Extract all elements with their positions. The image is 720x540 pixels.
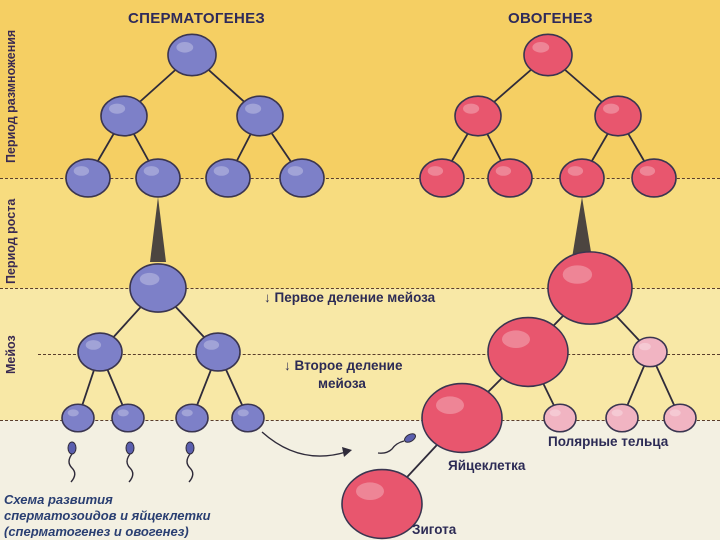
oogonium-3-1 [419, 158, 465, 198]
zygote-cell-highlight [356, 482, 384, 501]
label-first-division: ↓ Первое деление мейоза [264, 290, 436, 305]
divider-meiosis [0, 288, 720, 289]
spermatogonium-3-3-highlight [213, 166, 230, 176]
spermatid-2-highlight [117, 409, 129, 417]
polar-body-2 [543, 403, 577, 433]
polar-body-1 [632, 336, 668, 368]
oogonium-3-1-highlight [427, 166, 444, 176]
primary-spermatocyte [129, 263, 187, 313]
spermatogonium-2a-highlight [109, 103, 126, 114]
title-oogenesis: ОВОГЕНЕЗ [508, 10, 593, 27]
polar-body-2-highlight [549, 409, 561, 417]
label-second-division-2: мейоза [318, 376, 366, 391]
spermatid-1-highlight [67, 409, 79, 417]
secondary-spermatocyte-1-highlight [85, 340, 102, 350]
growth-cone-ovum [572, 197, 592, 258]
spermatid-4 [231, 403, 265, 433]
fertilization-arrowhead [342, 447, 352, 457]
label-period-meiosis: Мейоз [4, 335, 18, 374]
sperm-2-tail [126, 453, 134, 483]
caption-line-2: сперматозоидов и яйцеклетки [4, 508, 211, 523]
fertilizing-sperm-tail [377, 440, 405, 454]
label-zygote: Зигота [412, 522, 457, 537]
oogonium-2a-highlight [463, 103, 480, 114]
secondary-spermatocyte-1 [77, 332, 123, 372]
spermatogonium-2b-highlight [245, 103, 262, 114]
spermatogonium-3-4-highlight [287, 166, 304, 176]
polar-body-3-highlight [611, 409, 623, 417]
cells [61, 33, 697, 540]
polar-body-4 [663, 403, 697, 433]
label-polar-bodies: Полярные тельца [548, 434, 669, 449]
primary-oocyte [547, 251, 633, 325]
oogonium-2a [454, 95, 502, 137]
divider-end [0, 420, 720, 421]
title-spermatogenesis: СПЕРМАТОГЕНЕЗ [128, 10, 266, 27]
label-second-division-1: ↓ Второе деление [284, 358, 403, 373]
spermatogonium-3-1 [65, 158, 111, 198]
oogonium-3-4 [631, 158, 677, 198]
zygote-cell [341, 468, 423, 540]
fertilization-arrow [261, 431, 347, 457]
sperm-2-head [125, 441, 135, 455]
sperm-3-head [185, 441, 195, 455]
fertilizing-sperm-head [404, 433, 416, 443]
secondary-oocyte-highlight [502, 330, 530, 349]
spermatogonium-1-highlight [176, 42, 194, 53]
label-period-reproduction: Период размножения [4, 29, 18, 163]
secondary-spermatocyte-2 [195, 332, 241, 372]
sperm-1-tail [68, 453, 76, 483]
oogonium-3-2-highlight [495, 166, 512, 176]
spermatid-1 [61, 403, 95, 433]
caption-line-3: (сперматогенез и овогенез) [4, 524, 189, 538]
sperm-cells [67, 431, 416, 483]
oogonium-2b [594, 95, 642, 137]
spermatogonium-3-1-highlight [73, 166, 90, 176]
spermatogonium-2b [236, 95, 284, 137]
oogonium-3-4-highlight [639, 166, 656, 176]
label-period-growth: Период роста [4, 198, 18, 284]
divider-growth [0, 178, 720, 179]
sperm-1-head [67, 441, 77, 455]
spermatid-4-highlight [237, 409, 249, 417]
polar-body-4-highlight [669, 409, 681, 417]
spermatid-3-highlight [181, 409, 193, 417]
spermatogonium-3-2 [135, 158, 181, 198]
spermatid-2 [111, 403, 145, 433]
spermatogonium-3-3 [205, 158, 251, 198]
label-egg: Яйцеклетка [448, 458, 526, 473]
growth-cones [150, 197, 592, 262]
spermatogonium-3-2-highlight [143, 166, 160, 176]
growth-cone-sperm [150, 197, 166, 262]
primary-oocyte-highlight [562, 265, 593, 284]
egg-cell-highlight [436, 396, 464, 415]
oogonium-3-3-highlight [567, 166, 584, 176]
polar-body-1-highlight [638, 342, 651, 351]
spermatogonium-1 [167, 33, 217, 77]
divider-second-division [38, 354, 720, 355]
oogonium-1 [523, 33, 573, 77]
polar-body-3 [605, 403, 639, 433]
spermatogonium-3-4 [279, 158, 325, 198]
sperm-3-tail [186, 453, 194, 483]
spermatogonium-2a [100, 95, 148, 137]
egg-cell [421, 382, 503, 454]
oogonium-2b-highlight [603, 103, 620, 114]
spermatid-3 [175, 403, 209, 433]
oogonium-3-3 [559, 158, 605, 198]
secondary-oocyte [487, 316, 569, 388]
caption-line-1: Схема развития [4, 492, 113, 507]
oogonium-3-2 [487, 158, 533, 198]
primary-spermatocyte-highlight [139, 272, 160, 286]
oogonium-1-highlight [532, 42, 550, 53]
secondary-spermatocyte-2-highlight [203, 340, 220, 350]
